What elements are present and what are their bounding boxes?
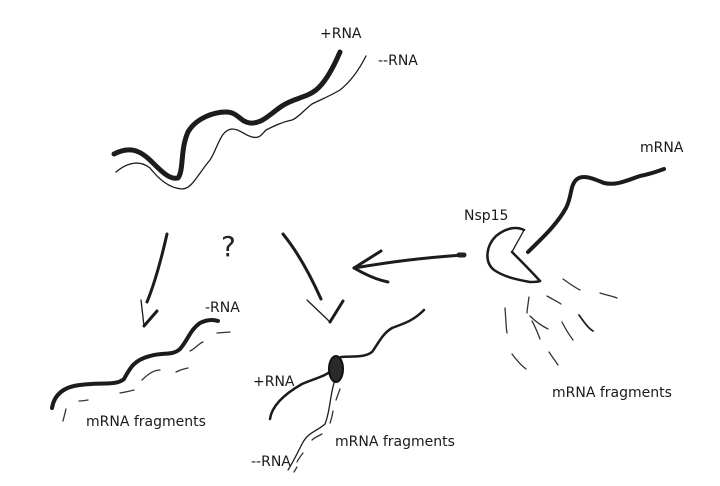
top-minus-rna-label: --RNA: [378, 53, 418, 69]
middle-arrow-icon: [281, 232, 345, 324]
left-arrow-icon: [140, 232, 169, 328]
middle-plus-rna-label: +RNA: [253, 374, 295, 390]
nsp15-enzyme-icon: [486, 226, 542, 284]
left-minus-rna-strand: [50, 317, 220, 410]
middle-duplex: [268, 308, 426, 471]
left-fragments-label: mRNA fragments: [86, 414, 206, 430]
right-mrna-fragments: [504, 278, 618, 370]
right-fragments-label: mRNA fragments: [552, 385, 672, 401]
question-mark: ?: [221, 230, 236, 263]
middle-top-strand: [339, 308, 426, 359]
top-plus-rna-label: +RNA: [320, 26, 362, 42]
middle-fragments-label: mRNA fragments: [335, 434, 455, 450]
top-minus-strand: [115, 55, 367, 190]
top-plus-strand: [111, 49, 343, 181]
mrna-label: mRNA: [640, 140, 684, 156]
nsp15-bound-blob: [328, 355, 344, 383]
top-dsrna: [111, 49, 367, 190]
middle-minus-strand: [287, 382, 335, 471]
middle-minus-rna-label: --RNA: [251, 454, 291, 470]
left-mrna-fragments: [62, 331, 231, 422]
left-minus-rna-label: -RNA: [205, 300, 240, 316]
right-mrna-strand: [526, 167, 666, 254]
nsp15-label: Nsp15: [464, 208, 508, 224]
nsp15-arrow-icon: [352, 249, 467, 284]
middle-mrna-fragments: [293, 388, 341, 473]
middle-plus-strand: [268, 368, 334, 421]
